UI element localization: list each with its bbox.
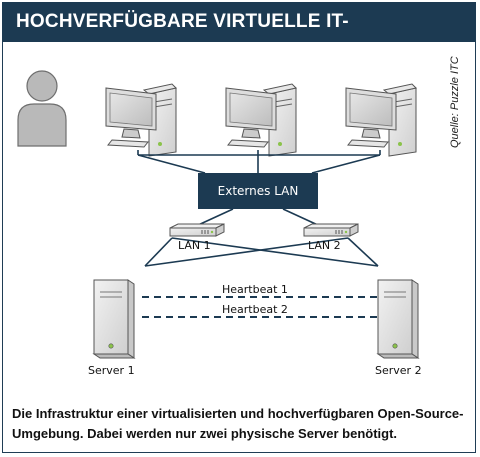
lan-connections bbox=[195, 208, 321, 227]
workstation-icon bbox=[105, 83, 177, 157]
figure-frame bbox=[2, 2, 476, 453]
heartbeat-links bbox=[142, 296, 378, 318]
user-icon bbox=[17, 70, 67, 147]
server-icon bbox=[377, 279, 419, 359]
workstation-icon bbox=[225, 83, 297, 157]
workstation-icon bbox=[345, 83, 417, 157]
source-credit: Quelle: Puzzle ITC bbox=[449, 56, 461, 148]
lan2-label: LAN 2 bbox=[308, 239, 341, 252]
server1-label: Server 1 bbox=[88, 364, 135, 377]
heartbeat1-label: Heartbeat 1 bbox=[222, 283, 288, 296]
server-icon bbox=[93, 279, 135, 359]
workstation-connections bbox=[137, 150, 381, 174]
switch-icon bbox=[169, 223, 225, 237]
heartbeat2-label: Heartbeat 2 bbox=[222, 303, 288, 316]
figure-caption: Die Infrastruktur einer virtualisierten … bbox=[12, 406, 464, 441]
switch-icon bbox=[303, 223, 359, 237]
server-connections bbox=[144, 237, 379, 267]
external-lan-node: Externes LAN bbox=[198, 173, 318, 209]
figure-title: HOCHVERFÜGBARE VIRTUELLE IT-ARCHITEKTUR bbox=[2, 2, 476, 72]
server2-label: Server 2 bbox=[375, 364, 422, 377]
lan1-label: LAN 1 bbox=[178, 239, 211, 252]
